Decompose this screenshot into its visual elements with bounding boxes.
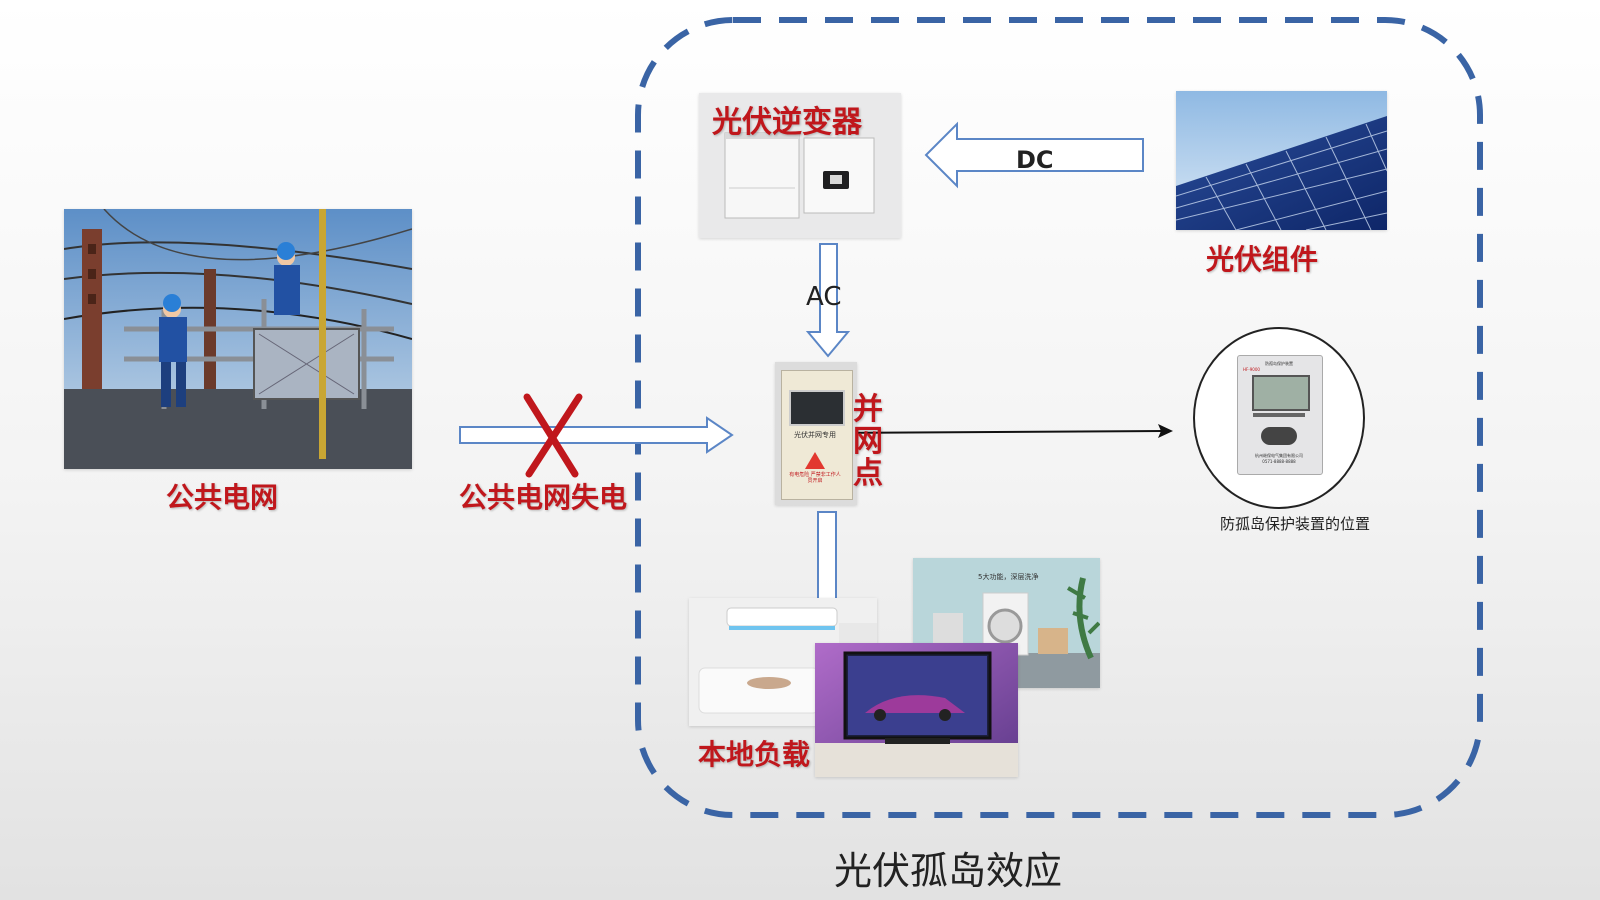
washer-ad-text: 5大功能，深层洗净	[978, 573, 1039, 581]
grid-point-label-1: 并	[853, 392, 883, 427]
local-load-label: 本地负载	[698, 738, 811, 771]
grid-outage-label: 公共电网失电	[459, 481, 628, 514]
ac-arrow	[805, 243, 851, 358]
protection-device-circle: 防孤岛保护装置 HF-9000 杭州继保电气集团有限公司 0571-8888-8…	[1193, 327, 1365, 509]
diagram-title: 光伏孤岛效应	[834, 849, 1063, 893]
dc-label: DC	[1016, 146, 1054, 174]
dc-arrow	[924, 121, 1144, 189]
device-model: HF-9000	[1243, 367, 1260, 372]
tv-photo	[815, 643, 1018, 777]
outage-cross-icon	[523, 393, 583, 478]
ac-label: AC	[806, 282, 842, 312]
inverter-label: 光伏逆变器	[712, 105, 862, 140]
grid-cabinet-photo: 光伏并网专用 有电危险 严禁非工作人员开启	[775, 362, 857, 505]
pv-module-label: 光伏组件	[1206, 243, 1319, 276]
cabinet-header: 光伏并网专用	[794, 431, 836, 439]
device-phone: 0571-8888-8888	[1262, 459, 1296, 464]
grid-label: 公共电网	[166, 481, 279, 514]
device-name: 防孤岛保护装置	[1265, 361, 1293, 366]
inverter-photo	[699, 93, 901, 238]
grid-photo	[64, 209, 412, 469]
device-company: 杭州继保电气集团有限公司	[1255, 453, 1303, 458]
grid-arrow	[459, 416, 734, 454]
grid-point-label-3: 点	[853, 456, 883, 491]
pv-module-photo	[1176, 91, 1387, 230]
device-line-head	[1158, 424, 1173, 438]
warning-triangle-icon	[805, 452, 825, 469]
protection-position-label: 防孤岛保护装置的位置	[1220, 515, 1371, 533]
grid-point-label-2: 网	[853, 424, 883, 459]
device-line	[823, 430, 1163, 434]
cabinet-note: 有电危险 严禁非工作人员开启	[789, 472, 841, 484]
